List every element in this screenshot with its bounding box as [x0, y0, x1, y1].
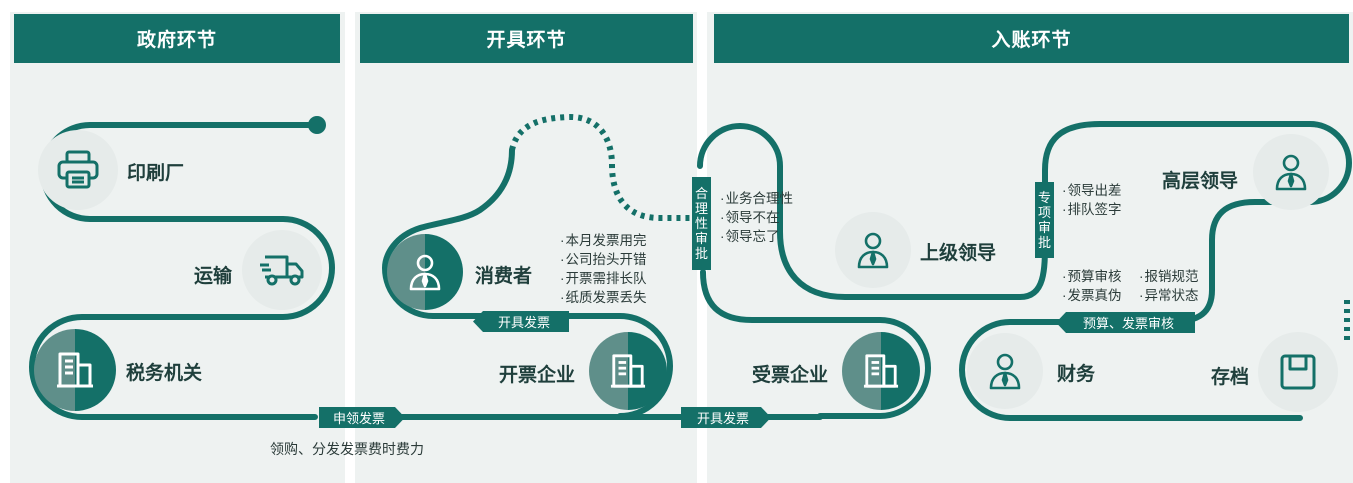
archive-label: 存档 [1211, 367, 1250, 388]
person-icon [409, 254, 441, 291]
consumer-issue-2: 公司抬头开错 [560, 250, 647, 269]
person-icon [1275, 154, 1307, 191]
finance-issue-4: 异常状态 [1139, 286, 1199, 305]
senior-leader-node [1253, 134, 1329, 210]
special-issues: 领导出差 排队签字 [1062, 181, 1122, 219]
printer-icon [57, 150, 99, 189]
special-review-char: 专 [1037, 190, 1051, 205]
reason-review-char: 批 [694, 246, 708, 261]
reason-issue-3: 领导忘了 [720, 227, 793, 246]
special-review-char: 项 [1037, 205, 1051, 220]
reason-review-char: 理 [694, 201, 708, 216]
transport-node [242, 230, 322, 310]
special-issue-2: 排队签字 [1062, 200, 1122, 219]
reason-review-tag: 合 理 性 审 批 [692, 177, 711, 270]
reason-review-char: 审 [694, 231, 708, 246]
apply-invoice-tag: 申领发票 [319, 407, 405, 428]
consumer-issue-1: 本月发票用完 [560, 231, 647, 250]
building-icon [610, 354, 646, 388]
section-header-gov: 政府环节 [14, 14, 340, 63]
person-icon [857, 232, 889, 269]
finance-issue-3: 报销规范 [1139, 267, 1199, 286]
supervisor-label: 上级领导 [920, 243, 997, 264]
reason-review-char: 性 [694, 216, 708, 231]
consumer-label: 消费者 [475, 266, 533, 287]
tax-office-label: 税务机关 [126, 363, 203, 384]
building-icon [57, 352, 93, 388]
entry-panel [707, 12, 1353, 483]
supervisor-node [835, 212, 911, 288]
special-review-tag: 专 项 审 批 [1035, 182, 1054, 258]
printer-node [38, 130, 118, 210]
building-icon [863, 354, 899, 388]
issuing-company-node [589, 332, 667, 410]
gov-bottom-note: 领购、分发发票费时费力 [270, 441, 424, 457]
consumer-issue-4: 纸质发票丢失 [560, 288, 647, 307]
floppy-disk-icon [1280, 354, 1316, 390]
consumer-issue-3: 开票需排长队 [560, 269, 647, 288]
finance-issue-2: 发票真伪 [1062, 286, 1122, 305]
receiving-company-label: 受票企业 [752, 365, 829, 386]
tax-office-node [34, 329, 116, 411]
consumer-node [387, 234, 463, 310]
budget-review-tag: 预算、发票审核 [1056, 312, 1195, 333]
finance-issues-col1: 预算审核 发票真伪 [1062, 267, 1122, 305]
finance-issues-col2: 报销规范 异常状态 [1139, 267, 1199, 305]
finance-label: 财务 [1057, 364, 1096, 385]
reason-review-char: 合 [694, 186, 708, 201]
finance-node [967, 333, 1043, 409]
finance-issue-1: 预算审核 [1062, 267, 1122, 286]
section-header-entry: 入账环节 [714, 14, 1349, 63]
reason-issue-2: 领导不在 [720, 208, 793, 227]
special-review-char: 批 [1037, 235, 1051, 250]
special-review-char: 审 [1037, 220, 1051, 235]
truck-icon [260, 255, 304, 286]
issue-invoice-tag-1: 开具发票 [473, 311, 569, 332]
receiving-company-node [842, 332, 920, 410]
reason-issue-1: 业务合理性 [720, 189, 794, 208]
reason-issues: 业务合理性 领导不在 领导忘了 [720, 189, 794, 246]
archive-node [1258, 332, 1338, 412]
printer-label: 印刷厂 [127, 163, 185, 184]
section-header-issue: 开具环节 [360, 14, 693, 63]
consumer-issues: 本月发票用完 公司抬头开错 开票需排长队 纸质发票丢失 [560, 231, 647, 307]
person-icon [989, 353, 1021, 390]
transport-label: 运输 [194, 266, 233, 287]
issue-invoice-tag-2: 开具发票 [681, 407, 771, 428]
issuing-company-label: 开票企业 [499, 365, 576, 386]
senior-leader-label: 高层领导 [1162, 171, 1239, 192]
special-issue-1: 领导出差 [1062, 181, 1122, 200]
